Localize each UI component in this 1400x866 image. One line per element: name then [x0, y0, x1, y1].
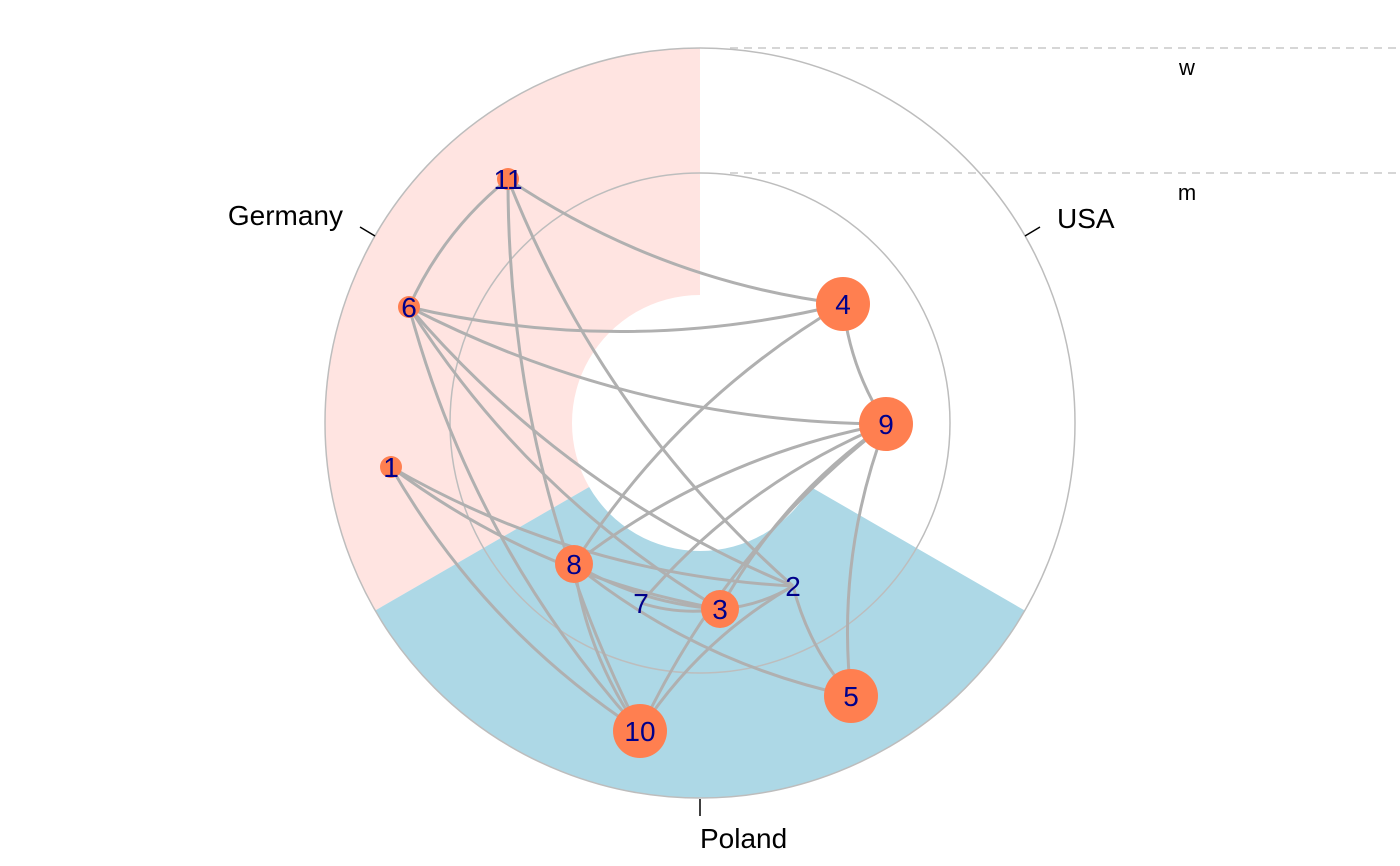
- edge-11-10: [506, 178, 642, 732]
- edge-11-6: [407, 177, 509, 308]
- node-9-marker: [859, 397, 913, 451]
- edge-9-10: [638, 422, 887, 732]
- sector-label-poland: Poland: [700, 823, 787, 854]
- edge-11-2: [506, 178, 794, 588]
- tick-usa: [1024, 226, 1041, 237]
- tick-germany: [359, 226, 376, 237]
- edge-6-3: [407, 306, 721, 611]
- network-nodes: 1 2 3 4 5 6 7 8 9 10 11: [380, 164, 913, 758]
- node-11-marker: [497, 168, 519, 190]
- inner-ring: [449, 172, 951, 674]
- node-10-marker: [613, 704, 667, 758]
- node-6-label: 6: [401, 292, 417, 323]
- node-4-marker: [816, 277, 870, 331]
- node-8-label: 8: [566, 549, 582, 580]
- edge-11-4: [507, 177, 844, 306]
- sector-label-usa: USA: [1057, 203, 1115, 234]
- edge-4-8: [572, 302, 844, 565]
- node-10-label: 10: [624, 716, 655, 747]
- node-1-label: 1: [383, 452, 399, 483]
- edge-1-10: [389, 466, 641, 733]
- sector-labels: Germany USA Poland: [228, 200, 1115, 854]
- node-3-label: 3: [712, 594, 728, 625]
- node-11-label: 11: [493, 164, 522, 195]
- node-6-marker: [398, 296, 420, 318]
- edge-6-10: [407, 306, 642, 733]
- edge-6-9: [408, 305, 887, 426]
- edge-1-3: [390, 465, 721, 611]
- edge-9-5: [845, 423, 888, 697]
- node-8-marker: [555, 545, 593, 583]
- sector-usa-fill: [700, 48, 1075, 611]
- edge-9-8: [573, 422, 887, 566]
- ring-label-w: w: [1178, 55, 1195, 80]
- edge-6-2: [407, 306, 794, 588]
- node-2-label: 2: [785, 571, 801, 602]
- edge-6-4: [408, 302, 844, 334]
- node-3-marker: [701, 590, 739, 628]
- node-4-label: 4: [835, 289, 851, 320]
- node-7-label: 7: [633, 588, 649, 619]
- node-9-label: 9: [878, 409, 894, 440]
- sector-label-germany: Germany: [228, 200, 343, 231]
- sector-fills: [325, 48, 1075, 798]
- node-5-label: 5: [843, 681, 859, 712]
- ring-label-m: m: [1178, 180, 1196, 205]
- edge-9-7: [639, 422, 887, 604]
- node-1-marker: [380, 456, 402, 478]
- node-5-marker: [824, 669, 878, 723]
- ring-guides: w m: [324, 47, 1400, 799]
- sector-germany-fill: [325, 48, 700, 611]
- outer-ring: [324, 47, 1076, 799]
- edge-8-5: [573, 562, 852, 698]
